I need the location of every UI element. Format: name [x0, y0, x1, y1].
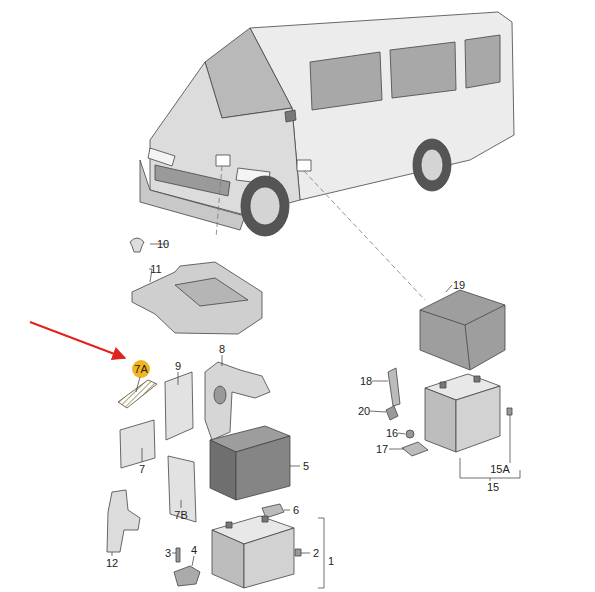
callout-number: 15A	[490, 464, 510, 475]
callout-number: 5	[303, 461, 309, 472]
callout-number: 11	[150, 264, 161, 275]
callout-number: 4	[191, 545, 197, 556]
callout-number: 10	[157, 239, 169, 250]
callout-number: 1	[328, 556, 334, 567]
callout-number: 19	[453, 280, 465, 291]
callout-number: 9	[175, 361, 181, 372]
callout-number: 6	[293, 505, 299, 516]
callout-number: 18	[360, 376, 372, 387]
callout-number: 3	[165, 548, 171, 559]
callout-number: 16	[386, 428, 398, 439]
callout-number: 20	[358, 406, 370, 417]
callout-number: 12	[106, 558, 118, 569]
callout-number: 7A	[134, 364, 147, 375]
callout-number: 2	[313, 548, 319, 559]
callout-number: 15	[487, 482, 499, 493]
callout-number: 8	[219, 344, 225, 355]
callout-number: 7	[139, 464, 145, 475]
callout-number: 7B	[174, 510, 187, 521]
callout-number: 17	[376, 444, 388, 455]
